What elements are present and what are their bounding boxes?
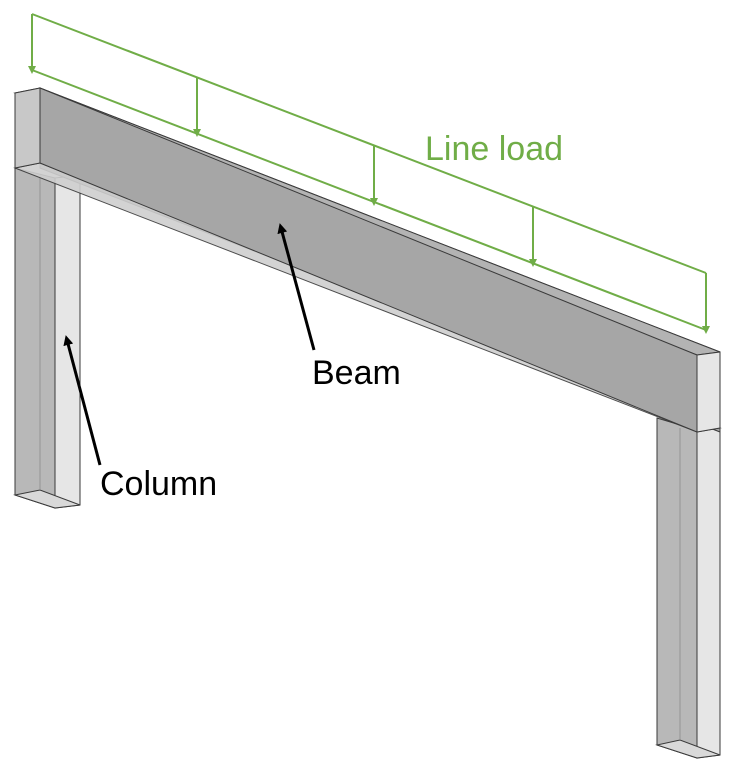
beam (13, 87, 722, 433)
line-load-base-line (31, 69, 707, 331)
right-column-front-face (696, 427, 721, 759)
column-label: Column (100, 465, 217, 503)
beam-front-overlay (39, 87, 698, 433)
beam-label: Beam (312, 354, 401, 392)
left-column-side-face (14, 167, 56, 509)
line-load-top-line (31, 13, 707, 274)
right-column-bottom-face (655, 739, 721, 759)
line-load-label: Line load (425, 130, 563, 168)
column-pointer-arrow (63, 335, 102, 466)
right-column-side-face (656, 417, 698, 759)
beam-pointer-arrow (277, 223, 316, 351)
line-load (28, 13, 710, 334)
right-column (655, 417, 721, 759)
beam-right-end-face (696, 351, 721, 433)
left-column (13, 167, 81, 509)
beam-left-end-face (14, 87, 41, 169)
left-column-bottom-face (13, 489, 81, 509)
